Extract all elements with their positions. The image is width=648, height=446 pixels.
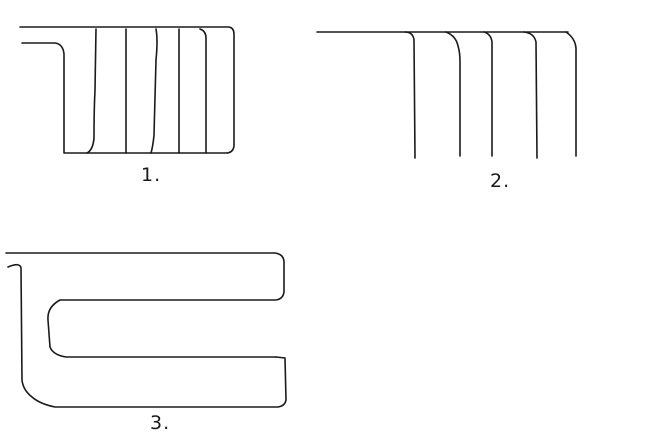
figure-1-line-e — [199, 28, 207, 154]
figure-1-line-c — [150, 28, 158, 154]
figure-1-outline — [19, 26, 235, 154]
figure-3 — [5, 252, 287, 408]
figure-3-top-line — [5, 252, 285, 358]
figure-2-line-c — [483, 31, 493, 157]
figure-1-label: 1. — [141, 164, 162, 186]
figure-2-line-d — [523, 31, 538, 159]
figure-2 — [316, 31, 577, 159]
figure-2-line-a — [404, 31, 416, 159]
figure-2-line-e — [565, 31, 577, 157]
figure-1-line-a — [86, 28, 97, 154]
figure-1 — [19, 26, 235, 154]
figure-3-outer-return — [7, 263, 287, 408]
figure-2-line-b — [445, 31, 461, 157]
figure-3-label: 3. — [150, 412, 171, 434]
figure-2-label: 2. — [490, 170, 511, 192]
